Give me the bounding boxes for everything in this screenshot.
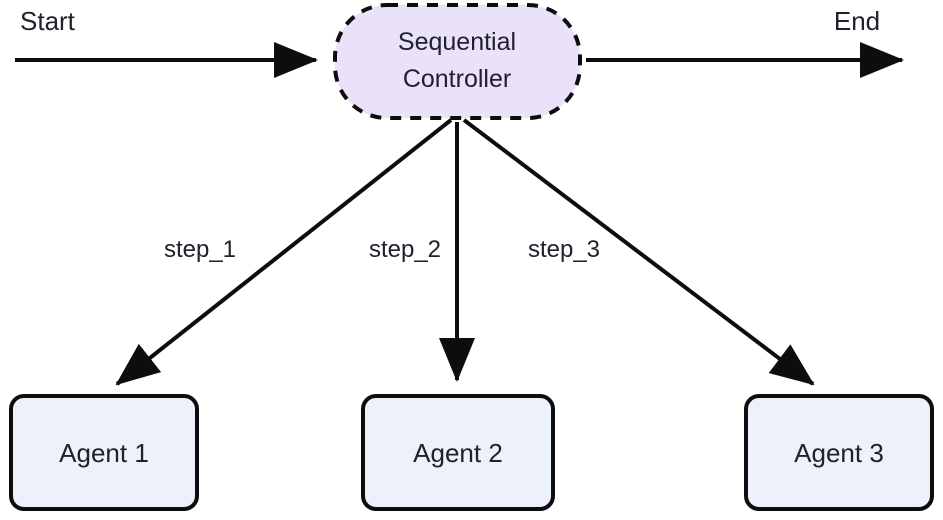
agent-3-node — [744, 394, 934, 511]
edge-step-1 — [115, 118, 453, 386]
edge-step-3 — [462, 118, 815, 386]
edge-label-step-1: step_1 — [164, 236, 236, 263]
start-label: Start — [20, 6, 76, 36]
agent-1-label: Agent 1 — [59, 438, 149, 468]
controller-node — [333, 3, 582, 120]
controller-label-line2: Controller — [403, 65, 511, 93]
agent-1-node — [9, 394, 199, 511]
agent-3-label: Agent 3 — [794, 438, 884, 468]
edge-label-step-3: step_3 — [528, 236, 600, 263]
agent-2-label: Agent 2 — [413, 438, 503, 468]
edge-label-step-2: step_2 — [369, 236, 441, 263]
end-label: End — [834, 6, 880, 36]
controller-label-line1: Sequential — [398, 28, 516, 56]
agent-2-node — [361, 394, 555, 511]
